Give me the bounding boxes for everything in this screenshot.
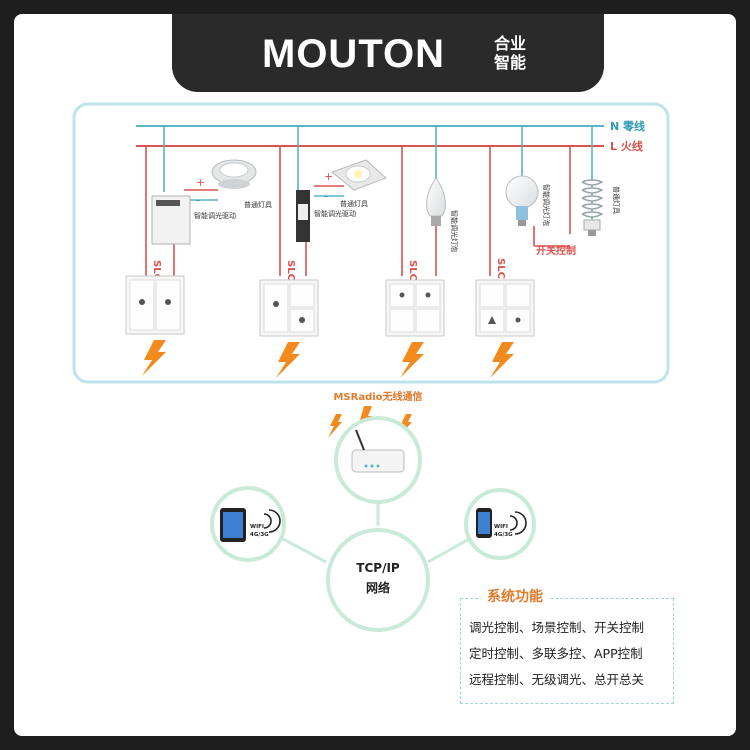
radio-label: MSRadio无线通信: [333, 390, 422, 403]
live-label: L 火线: [610, 139, 643, 153]
slc-label-3: SLC: [407, 260, 418, 281]
phone-wifi-label: WIFI: [494, 524, 508, 530]
tcpip-label: TCP/IP: [356, 561, 400, 575]
bolt-3: [400, 342, 424, 378]
bulb-label-4: 智能调光灯泡: [542, 184, 551, 226]
network-label: 网络: [366, 580, 390, 595]
router-device: [351, 429, 405, 473]
spotlight-2: [330, 159, 387, 191]
brand-logo: MOUTON: [262, 32, 446, 76]
header-bar: MOUTON 合业智能: [172, 14, 604, 92]
a-bulb-4: [505, 175, 539, 226]
tcpip-node: [326, 528, 430, 632]
switch-panel-2: [259, 279, 319, 337]
tablet-device: [220, 508, 281, 542]
phone-4g-label: 4G/3G: [494, 532, 513, 538]
plus-sign-1: +: [196, 176, 205, 189]
minus-sign-2: -: [324, 189, 328, 203]
slc-label-2: SLC: [285, 260, 296, 281]
feature-line-3: 远程控制、无级调光、总开总关: [469, 672, 645, 687]
wireless-bolts: [142, 340, 514, 378]
plus-sign-2: +: [324, 170, 333, 183]
feature-line-1: 调光控制、场景控制、开关控制: [469, 620, 645, 635]
feature-line-2: 定时控制、多联多控、APP控制: [469, 646, 643, 661]
driver-1: [151, 195, 191, 245]
bulb-label-3: 智能调光灯泡: [450, 210, 459, 252]
candle-bulb-3: [426, 177, 446, 226]
cfl-label-4: 普通灯具: [612, 186, 621, 214]
switch-panel-3: [385, 279, 445, 337]
slc-label-4: SLC: [495, 258, 506, 279]
neutral-label: N 零线: [610, 119, 645, 133]
driver-2: [296, 190, 310, 242]
tablet-4g-label: 4G/3G: [250, 532, 269, 538]
wiring-diagram: N 零线 L 火线: [72, 102, 670, 632]
downlight-label-2: 普通灯具: [340, 199, 368, 208]
feature-box: 系统功能 调光控制、场景控制、开关控制 定时控制、多联多控、APP控制 远程控制…: [460, 586, 674, 704]
tablet-wifi-label: WIFI: [250, 524, 264, 530]
driver-label-2: 智能调光驱动: [314, 209, 356, 218]
phone-device: [476, 508, 527, 538]
phone-node: [464, 488, 536, 560]
cfl-bulb-4: [581, 179, 604, 236]
poster-card: MOUTON 合业智能 N 零线 L 火线: [14, 14, 736, 736]
switch-panel-1: [125, 275, 185, 335]
brand-subtitle: 合业智能: [494, 34, 527, 72]
switch-control-label: 开关控制: [536, 244, 576, 257]
feature-title: 系统功能: [481, 586, 549, 606]
bolt-2: [276, 342, 300, 378]
bolt-4: [490, 342, 514, 378]
minus-sign-1: -: [196, 193, 200, 207]
switch-panel-4: [475, 279, 535, 337]
downlight-1: [211, 159, 257, 189]
downlight-label-1: 普通灯具: [244, 200, 272, 209]
slc-label-1: SLC: [151, 260, 162, 281]
driver-label-1: 智能调光驱动: [194, 211, 236, 220]
bolt-1: [142, 340, 166, 376]
